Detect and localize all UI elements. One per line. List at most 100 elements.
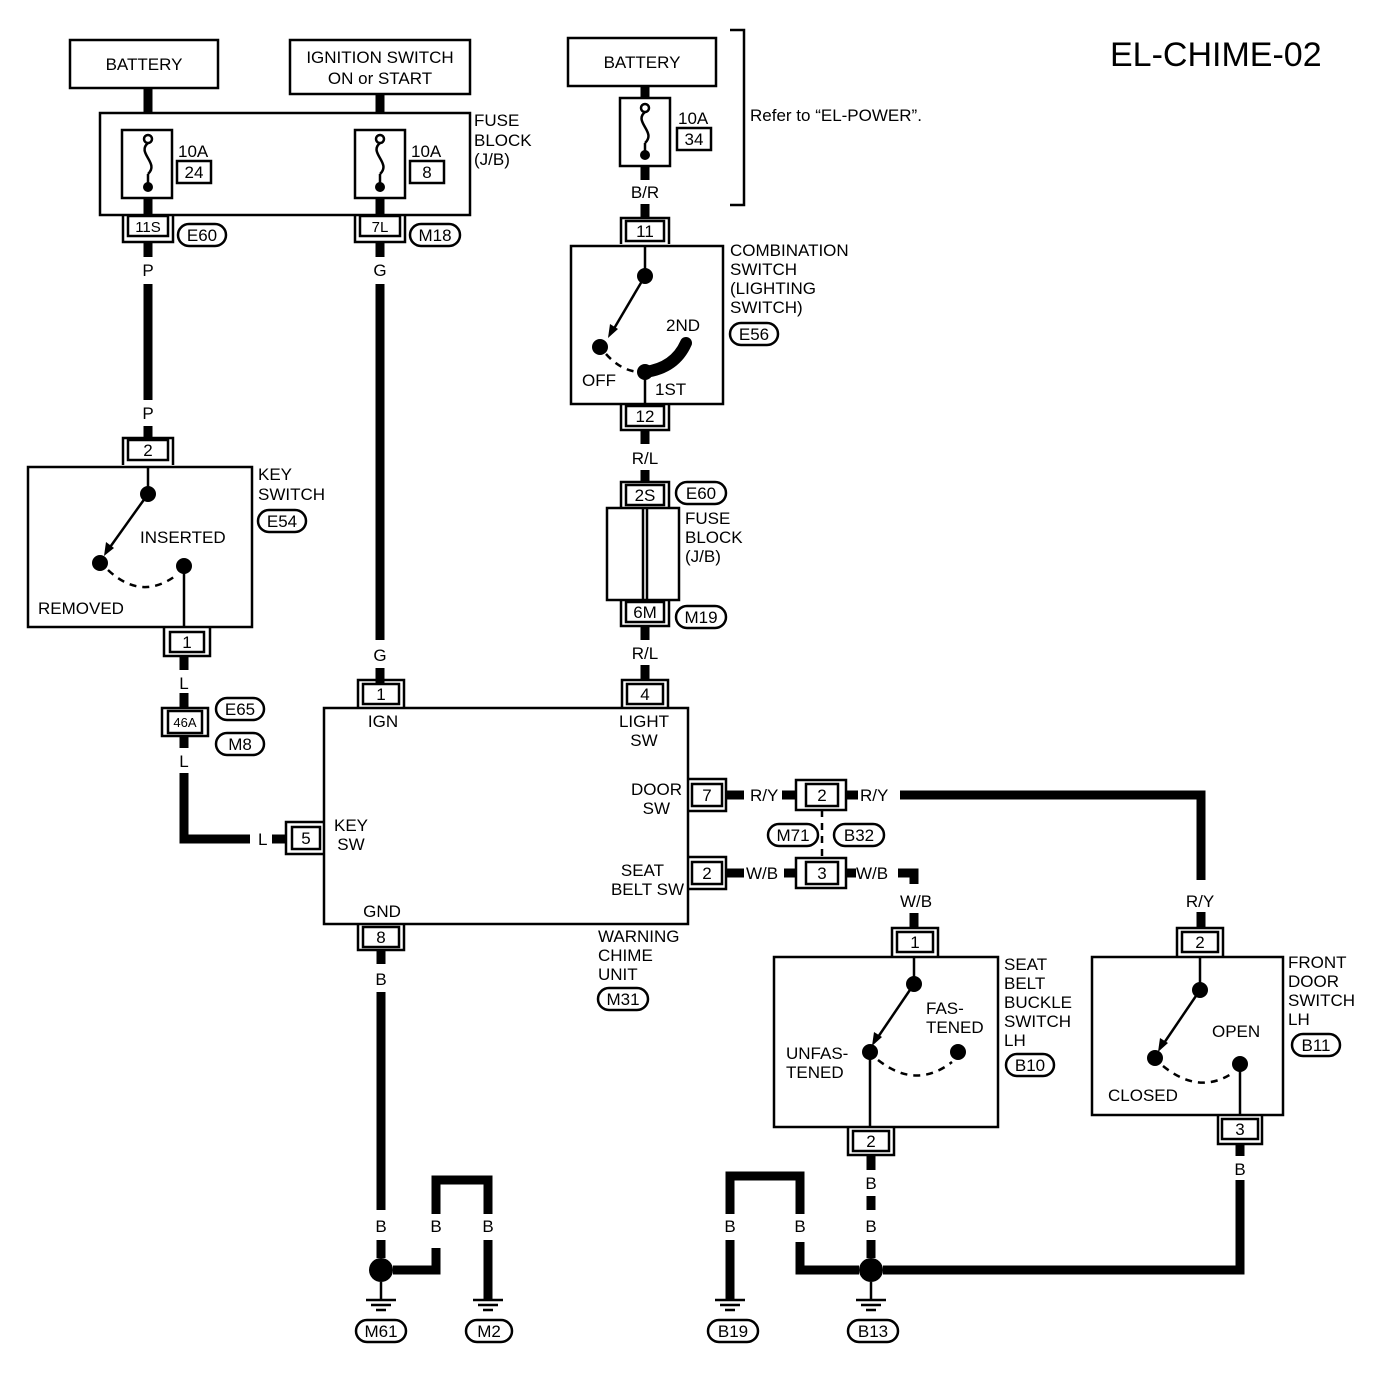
svg-text:M2: M2	[477, 1322, 501, 1341]
svg-text:SWITCH: SWITCH	[1288, 991, 1355, 1010]
ground-node-m61	[369, 1258, 393, 1282]
svg-text:SW: SW	[643, 799, 670, 818]
svg-text:B: B	[375, 1217, 386, 1236]
svg-text:B: B	[794, 1217, 805, 1236]
ground-symbol-m2: M2	[464, 1298, 514, 1344]
svg-text:M71: M71	[776, 826, 809, 845]
svg-text:COMBINATION: COMBINATION	[730, 241, 849, 260]
key-switch: 2 KEY SWITCH E54 INSERTED REMOVED 1	[26, 436, 325, 658]
joint-connector-door: 2	[794, 778, 848, 812]
svg-text:B19: B19	[718, 1322, 748, 1341]
front-door-switch: 2 FRONT DOOR SWITCH LH B11 OPEN CLOSED 3	[1090, 926, 1355, 1146]
svg-text:E60: E60	[187, 226, 217, 245]
svg-text:REMOVED: REMOVED	[38, 599, 124, 618]
svg-text:B13: B13	[858, 1322, 888, 1341]
battery-right: BATTERY	[566, 36, 718, 88]
svg-text:UNIT: UNIT	[598, 965, 638, 984]
svg-text:8: 8	[422, 163, 431, 182]
svg-text:SEAT: SEAT	[621, 861, 664, 880]
svg-text:R/Y: R/Y	[1186, 892, 1214, 911]
wire-label-p: P	[142, 261, 153, 280]
svg-text:SW: SW	[630, 731, 657, 750]
svg-text:SWITCH): SWITCH)	[730, 298, 803, 317]
svg-text:R/Y: R/Y	[860, 786, 888, 805]
svg-text:10A: 10A	[178, 142, 209, 161]
ignition-switch: IGNITION SWITCH ON or START	[288, 38, 472, 96]
svg-text:LH: LH	[1004, 1031, 1026, 1050]
diagram-title: EL-CHIME-02	[1110, 36, 1322, 74]
fuse-34: 10A 34	[618, 96, 713, 168]
svg-text:B11: B11	[1302, 1036, 1331, 1055]
svg-text:B: B	[1234, 1160, 1245, 1179]
connector-46a: 46A E65 M8	[160, 696, 266, 757]
svg-text:W/B: W/B	[900, 892, 932, 911]
svg-text:LIGHT: LIGHT	[619, 712, 669, 731]
svg-text:10A: 10A	[678, 109, 709, 128]
svg-text:UNFAS-: UNFAS-	[786, 1044, 848, 1063]
svg-text:8: 8	[376, 928, 385, 947]
svg-text:(J/B): (J/B)	[474, 150, 510, 169]
fuse-block-mid: 2S E60 FUSE BLOCK (J/B) 6M M19	[605, 480, 743, 630]
svg-text:11S: 11S	[135, 219, 161, 236]
svg-text:M31: M31	[606, 990, 639, 1009]
svg-text:KEY: KEY	[258, 465, 292, 484]
svg-text:WARNING: WARNING	[598, 927, 680, 946]
svg-text:B: B	[482, 1217, 493, 1236]
svg-text:DOOR: DOOR	[1288, 972, 1339, 991]
svg-text:KEY: KEY	[334, 816, 368, 835]
svg-text:2: 2	[866, 1132, 875, 1151]
svg-text:FAS-: FAS-	[926, 999, 964, 1018]
fuse-24: 10A 24	[120, 128, 213, 200]
svg-text:2: 2	[702, 864, 711, 883]
svg-text:3: 3	[817, 864, 826, 883]
connector-11s: 11S E60	[121, 214, 228, 248]
svg-text:L: L	[179, 752, 188, 771]
svg-text:M18: M18	[418, 226, 451, 245]
svg-text:W/B: W/B	[746, 864, 778, 883]
svg-text:B: B	[865, 1217, 876, 1236]
wire-label-l: L	[179, 674, 188, 693]
svg-text:11: 11	[636, 222, 654, 241]
svg-text:7: 7	[702, 786, 711, 805]
svg-text:BLOCK: BLOCK	[474, 131, 532, 150]
ground-node-b13	[859, 1258, 883, 1282]
svg-text:10A: 10A	[411, 142, 442, 161]
svg-text:W/B: W/B	[856, 864, 888, 883]
svg-text:E54: E54	[267, 512, 297, 531]
svg-text:E60: E60	[686, 484, 716, 503]
svg-text:6M: 6M	[633, 603, 657, 622]
ground-symbol-m61: M61	[354, 1298, 408, 1344]
refer-note: Refer to “EL-POWER”.	[750, 106, 922, 125]
svg-text:LH: LH	[1288, 1010, 1310, 1029]
fuse-8: 10A 8	[353, 128, 446, 200]
svg-text:(LIGHTING: (LIGHTING	[730, 279, 816, 298]
ground-symbol-b13: B13	[846, 1298, 900, 1344]
svg-text:P: P	[142, 404, 153, 423]
svg-text:34: 34	[685, 130, 704, 149]
svg-text:1: 1	[910, 933, 919, 952]
svg-text:E56: E56	[739, 325, 769, 344]
svg-text:BATTERY: BATTERY	[106, 55, 183, 74]
svg-text:DOOR: DOOR	[631, 780, 682, 799]
seat-belt-buckle-switch: 1 SEAT BELT BUCKLE SWITCH LH B10 FAS- TE…	[772, 926, 1072, 1157]
wire-label-br: B/R	[631, 183, 659, 202]
svg-text:2: 2	[817, 786, 826, 805]
svg-text:G: G	[373, 646, 386, 665]
svg-text:IGNITION SWITCH: IGNITION SWITCH	[306, 48, 453, 67]
svg-text:OPEN: OPEN	[1212, 1022, 1260, 1041]
battery-left: BATTERY	[68, 38, 220, 90]
connector-7l: 7L M18	[353, 214, 462, 248]
svg-text:B32: B32	[844, 826, 874, 845]
svg-text:B: B	[430, 1217, 441, 1236]
svg-text:SEAT: SEAT	[1004, 955, 1047, 974]
wire-label-rl: R/L	[632, 449, 658, 468]
connector-id-m71	[766, 822, 820, 848]
svg-text:2: 2	[143, 441, 152, 460]
svg-text:1: 1	[182, 633, 191, 652]
svg-text:BLOCK: BLOCK	[685, 528, 743, 547]
svg-text:CHIME: CHIME	[598, 946, 653, 965]
svg-text:FUSE: FUSE	[685, 509, 730, 528]
svg-text:BATTERY: BATTERY	[604, 53, 681, 72]
svg-text:4: 4	[640, 685, 649, 704]
